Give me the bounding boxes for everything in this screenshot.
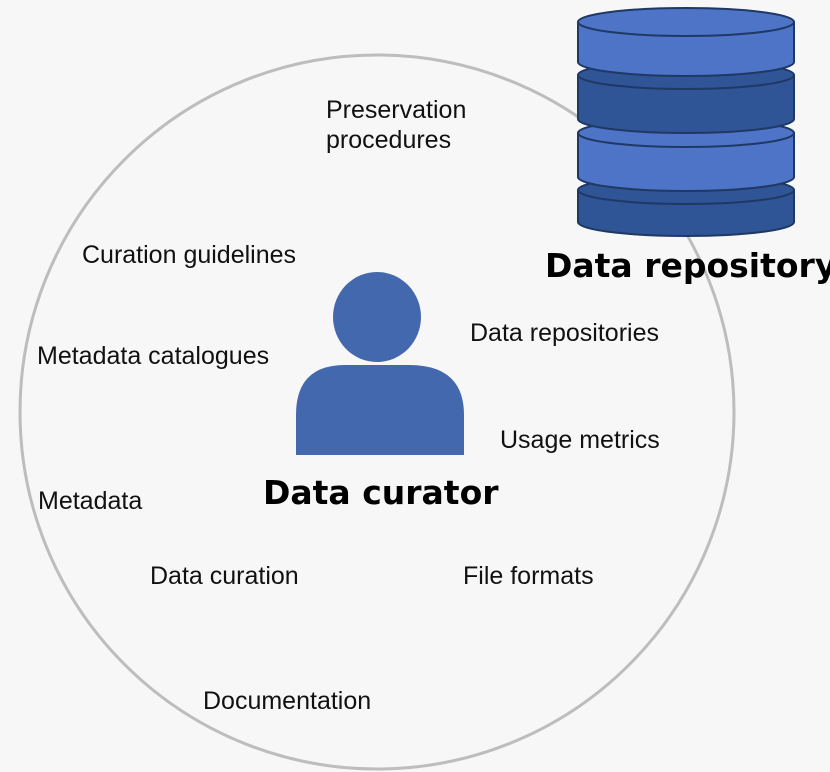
person-icon <box>296 272 464 455</box>
topic-curation-guidelines: Curation guidelines <box>82 241 297 269</box>
person-body <box>296 365 464 455</box>
topic-metadata-catalogues: Metadata catalogues <box>37 342 270 370</box>
db-disk-1 <box>577 22 795 77</box>
data-repository-label: Data repository <box>545 246 830 285</box>
domain-circle <box>18 53 736 771</box>
topic-metadata: Metadata <box>38 487 143 515</box>
topic-preservation-line-2: procedures <box>326 126 452 154</box>
topic-preservation-procedures: Preservation procedures <box>326 95 466 155</box>
data-curator-label: Data curator <box>263 473 499 512</box>
topic-usage-metrics: Usage metrics <box>500 426 660 454</box>
database-icon <box>577 7 795 237</box>
db-top <box>577 7 795 37</box>
topic-data-repositories: Data repositories <box>470 319 659 347</box>
topic-file-formats: File formats <box>463 562 594 590</box>
topic-data-curation: Data curation <box>150 562 299 590</box>
topic-documentation: Documentation <box>203 687 372 715</box>
db-disk-3 <box>577 133 795 192</box>
person-head <box>333 272 421 362</box>
db-disk-2 <box>577 75 795 134</box>
topic-preservation-line-1: Preservation <box>326 96 467 124</box>
